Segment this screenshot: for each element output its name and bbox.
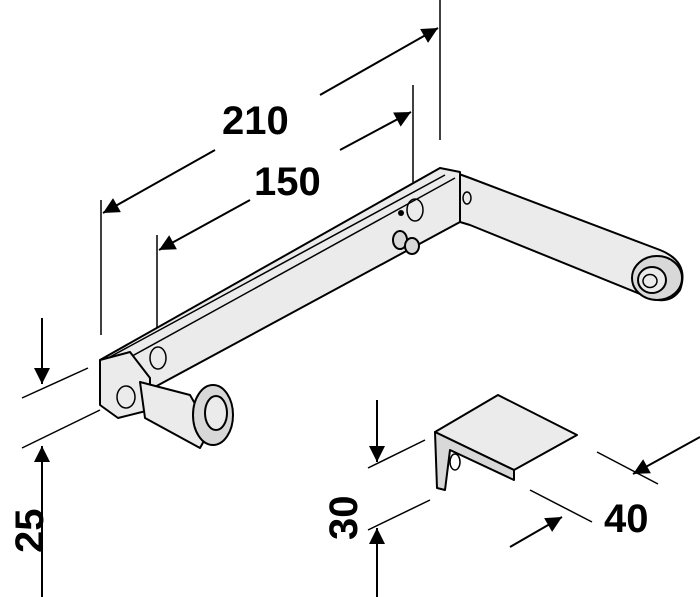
dimension-label-40: 40 bbox=[604, 497, 649, 541]
dimension-25: 25 bbox=[8, 318, 101, 597]
dimension-label-210: 210 bbox=[222, 99, 289, 143]
dimension-label-150: 150 bbox=[254, 160, 321, 204]
paper-towel-holder-bracket bbox=[99, 167, 684, 449]
right-roller-cap bbox=[637, 266, 667, 294]
extension-line bbox=[21, 367, 89, 399]
extension-line bbox=[596, 451, 659, 485]
rail-edge bbox=[107, 174, 456, 361]
clip-hole bbox=[449, 453, 461, 471]
dimension-arrow bbox=[319, 27, 439, 96]
dimension-arrow bbox=[158, 199, 251, 251]
dimension-arrow bbox=[102, 149, 216, 214]
dimension-150: 150 bbox=[156, 85, 414, 350]
rail-dot bbox=[398, 210, 404, 216]
rail-hole bbox=[149, 346, 167, 370]
extension-line bbox=[21, 409, 101, 449]
dimension-arrow bbox=[339, 111, 412, 151]
dimension-arrow bbox=[632, 436, 700, 475]
clip-front bbox=[434, 431, 515, 491]
left-roller-cap bbox=[204, 395, 228, 431]
right-roller-hole bbox=[642, 273, 658, 289]
left-end-hole bbox=[116, 385, 136, 409]
right-arm-hole bbox=[462, 191, 472, 205]
dimension-label-30: 30 bbox=[322, 496, 366, 541]
rail-hole bbox=[406, 198, 424, 222]
dimension-30: 30 bbox=[322, 400, 431, 597]
dimension-210: 210 bbox=[100, 0, 441, 335]
extension-line bbox=[529, 489, 593, 523]
clip-top bbox=[434, 394, 578, 471]
extension-line bbox=[367, 499, 431, 531]
mounting-clip bbox=[434, 394, 578, 491]
screw bbox=[404, 237, 420, 255]
extension-line bbox=[367, 439, 426, 469]
dimension-arrow bbox=[509, 516, 563, 548]
dimension-40: 40 bbox=[509, 436, 700, 548]
dimension-label-25: 25 bbox=[8, 509, 52, 554]
